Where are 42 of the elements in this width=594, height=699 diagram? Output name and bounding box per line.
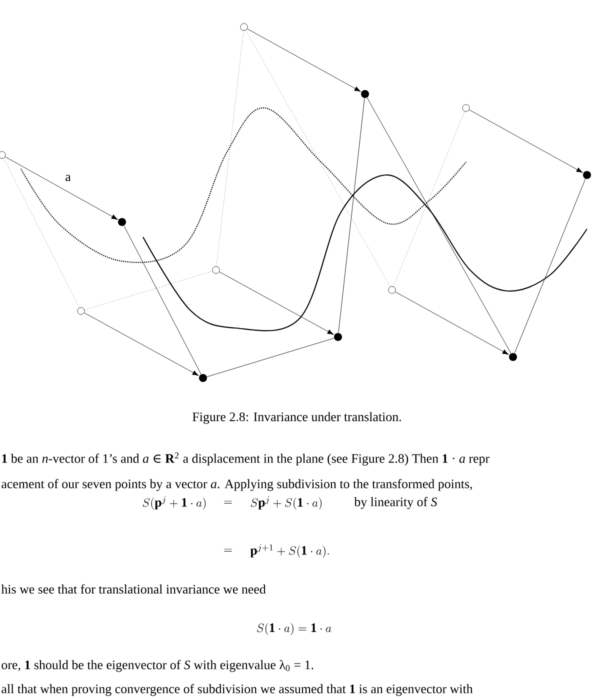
arrow bbox=[84, 312, 199, 376]
equation-part: $S(\mathbf{1}\cdot a)=\mathbf{1}\cdot a$ bbox=[256, 623, 332, 635]
polygon-edge bbox=[246, 30, 390, 287]
subdivided-point bbox=[583, 171, 591, 179]
body-text: his we see that for translational invariance we need bbox=[1, 584, 266, 594]
figure-caption: Figure 2.8: Invariance under translation. bbox=[192, 412, 401, 424]
arrow bbox=[219, 272, 334, 335]
control-point bbox=[240, 23, 248, 31]
subdivided-point bbox=[199, 374, 207, 382]
control-point bbox=[462, 104, 470, 112]
polygon-edge bbox=[84, 270, 213, 310]
polygon-edge bbox=[206, 338, 334, 377]
equation-part: $S(\mathbf{p}^j+\mathbf{1}\cdot a)$ bbox=[142, 496, 206, 510]
subdivided-point bbox=[361, 90, 369, 98]
arrow bbox=[247, 28, 361, 92]
control-point bbox=[388, 286, 396, 294]
polygon-edge bbox=[124, 226, 202, 374]
body-text: ore, 1 should be the eigenvector of S with eigenvalue λ$_{0}$ = 1. bbox=[2, 660, 314, 672]
polygon-edge bbox=[338, 98, 365, 334]
polygon-edge bbox=[216, 30, 244, 267]
subdivided-point bbox=[509, 353, 517, 361]
arrow bbox=[395, 292, 509, 355]
polygon-edge bbox=[393, 111, 465, 287]
edge-label: a bbox=[66, 174, 71, 182]
body-text: 1 be an n-vector of 1’s and a ∈ R$^{2}$ a displacement in the plane (see Figure 2.8) Then 1 · a repr bbox=[2, 452, 490, 466]
control-point bbox=[0, 151, 6, 159]
equation-part: $=$ bbox=[224, 548, 232, 552]
arrow bbox=[469, 110, 583, 173]
body-text: by linearity of S bbox=[354, 497, 438, 509]
body-text: acement of our seven points by a vector a. Applying subdivision to the transformed points, bbox=[2, 479, 472, 491]
control-point bbox=[77, 307, 85, 315]
arrow bbox=[5, 156, 118, 220]
body-text: all that when proving convergence of subdivision we assumed that 1 is an eigenvector with bbox=[2, 684, 473, 696]
subdivided-point bbox=[118, 218, 126, 226]
equation-part: $=$ bbox=[224, 500, 232, 504]
polygon-edge bbox=[3, 158, 80, 308]
control-point bbox=[212, 266, 220, 274]
polygon-edge bbox=[366, 97, 512, 354]
subdivided-point bbox=[334, 333, 342, 341]
equation-part: $S\mathbf{p}^j+S(\mathbf{1}\cdot a)$ bbox=[250, 496, 322, 510]
polygon-edge bbox=[514, 178, 586, 354]
equation-part: $\mathbf{p}^{j+1}+S(\mathbf{1}\cdot a).$ bbox=[250, 544, 329, 558]
